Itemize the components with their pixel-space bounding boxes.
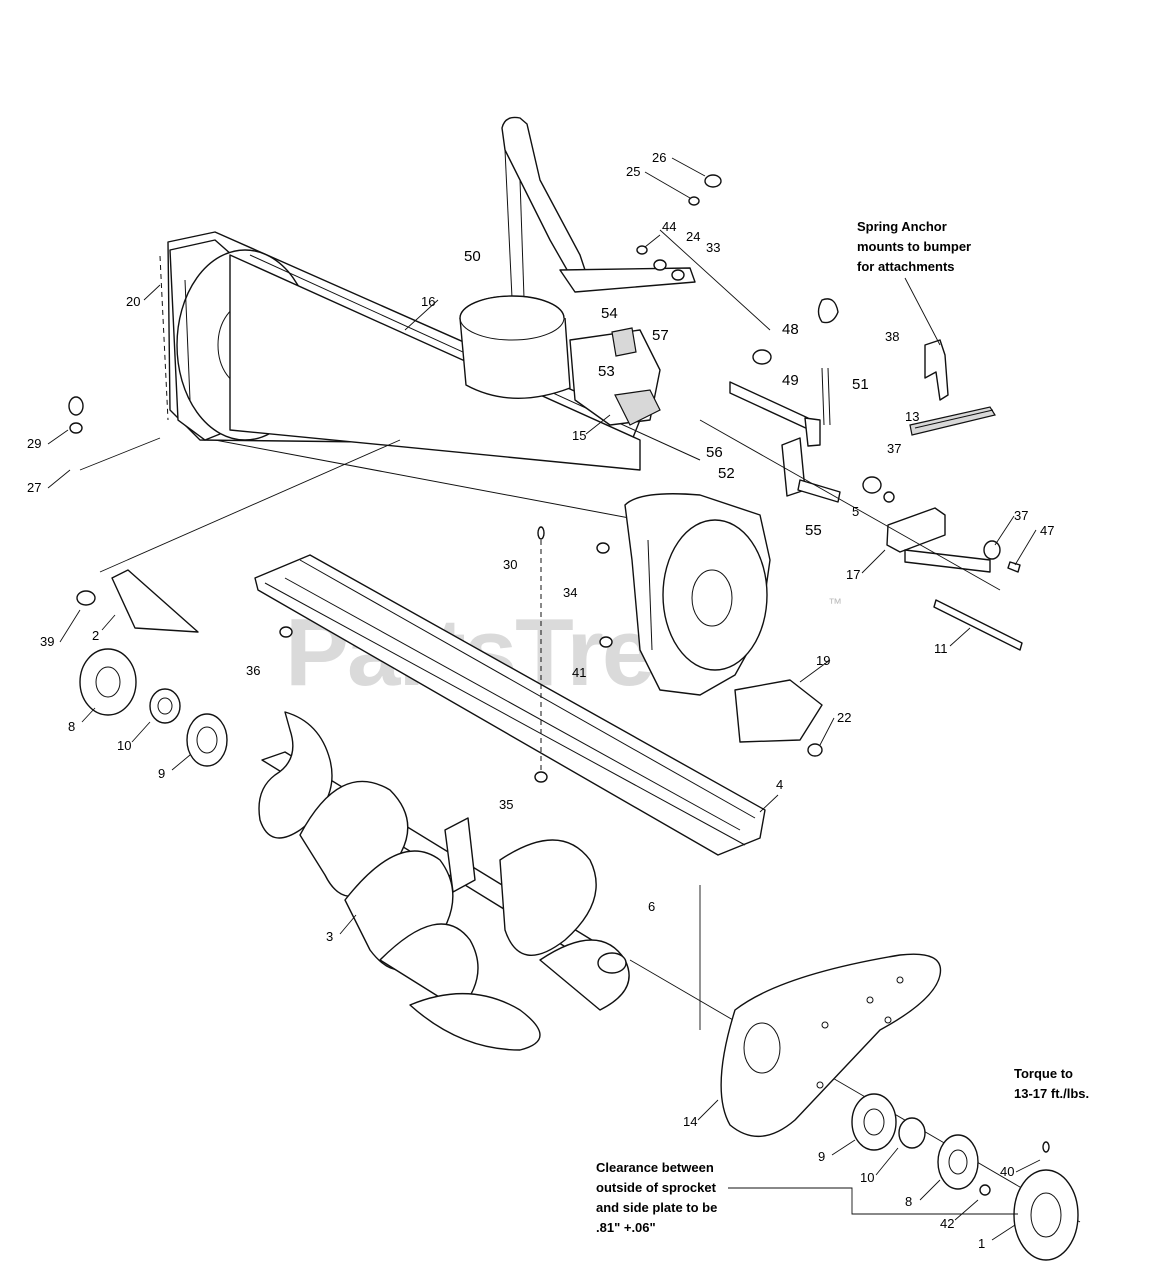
note-torque: Torque to 13-17 ft./lbs. [1014, 1066, 1089, 1101]
callout: 44 [662, 219, 676, 234]
callout: 13 [905, 409, 919, 424]
callout: 9 [158, 766, 165, 781]
callout: 38 [885, 329, 899, 344]
callout: 10 [860, 1170, 874, 1185]
callout: 33 [706, 240, 720, 255]
callout: 51 [852, 376, 869, 393]
side-plate [720, 953, 942, 1138]
callout: 19 [816, 653, 830, 668]
callout: 35 [499, 797, 513, 812]
watermark-tm: ™ [828, 595, 842, 611]
callout: 26 [652, 150, 666, 165]
callout-leaders [47, 157, 1041, 1241]
callout: 15 [572, 428, 586, 443]
callout: 41 [572, 665, 586, 680]
callout: 1 [978, 1236, 985, 1251]
callout: 52 [718, 465, 735, 482]
svg-text:and side plate to be: and side plate to be [596, 1200, 717, 1215]
callout: 37 [1014, 508, 1028, 523]
callout: 53 [598, 363, 615, 380]
callout: 29 [27, 436, 41, 451]
svg-text:13-17 ft./lbs.: 13-17 ft./lbs. [1014, 1086, 1089, 1101]
svg-text:Torque to: Torque to [1014, 1066, 1073, 1081]
callout: 42 [940, 1216, 954, 1231]
callout: 34 [563, 585, 577, 600]
callout: 57 [652, 327, 669, 344]
callout: 27 [27, 480, 41, 495]
scraper-bar [254, 554, 766, 856]
svg-text:Spring Anchor: Spring Anchor [857, 219, 947, 234]
callout: 56 [706, 444, 723, 461]
callout: 10 [117, 738, 131, 753]
chute-bracket [569, 327, 661, 426]
callout: 39 [40, 634, 54, 649]
callout: 22 [837, 710, 851, 725]
callout: 8 [68, 719, 75, 734]
chute-handle [501, 116, 696, 299]
callout: 48 [782, 321, 799, 338]
callout: 25 [626, 164, 640, 179]
bracket-17 [886, 507, 1023, 651]
guide-lines [79, 229, 1081, 1223]
callout: 3 [326, 929, 333, 944]
callout: 4 [776, 777, 783, 792]
callout: 47 [1040, 523, 1054, 538]
callout: 2 [92, 628, 99, 643]
callout: 50 [464, 248, 481, 265]
callout: 16 [421, 294, 435, 309]
spring-anchor [909, 339, 996, 436]
callout: 49 [782, 372, 799, 389]
svg-text:outside of sprocket: outside of sprocket [596, 1180, 717, 1195]
auger [258, 711, 630, 1051]
svg-text:Clearance between: Clearance between [596, 1160, 714, 1175]
callout: 5 [852, 504, 859, 519]
left-bearings [79, 648, 228, 767]
callouts: 26 25 44 24 33 50 20 16 54 57 53 48 49 5… [27, 150, 1054, 1251]
callout: 8 [905, 1194, 912, 1209]
callout: 14 [683, 1114, 697, 1129]
callout: 11 [934, 641, 948, 656]
right-bearings [851, 1093, 1079, 1261]
svg-text:.81" +.06": .81" +.06" [596, 1220, 656, 1235]
callout: 55 [805, 522, 822, 539]
chute-base [459, 295, 571, 399]
rod-and-bracket [729, 367, 831, 497]
svg-text:mounts to bumper: mounts to bumper [857, 239, 971, 254]
callout: 9 [818, 1149, 825, 1164]
callout: 24 [686, 229, 700, 244]
callout: 6 [648, 899, 655, 914]
svg-text:for attachments: for attachments [857, 259, 955, 274]
note-clearance: Clearance between outside of sprocket an… [596, 1160, 1018, 1235]
callout: 54 [601, 305, 618, 322]
callout: 40 [1000, 1164, 1014, 1179]
callout: 30 [503, 557, 517, 572]
callout: 37 [887, 441, 901, 456]
callout: 17 [846, 567, 860, 582]
side-brackets [76, 569, 823, 743]
note-spring-anchor: Spring Anchor mounts to bumper for attac… [857, 219, 971, 346]
callout: 36 [246, 663, 260, 678]
fasteners [68, 174, 895, 783]
callout: 20 [126, 294, 140, 309]
